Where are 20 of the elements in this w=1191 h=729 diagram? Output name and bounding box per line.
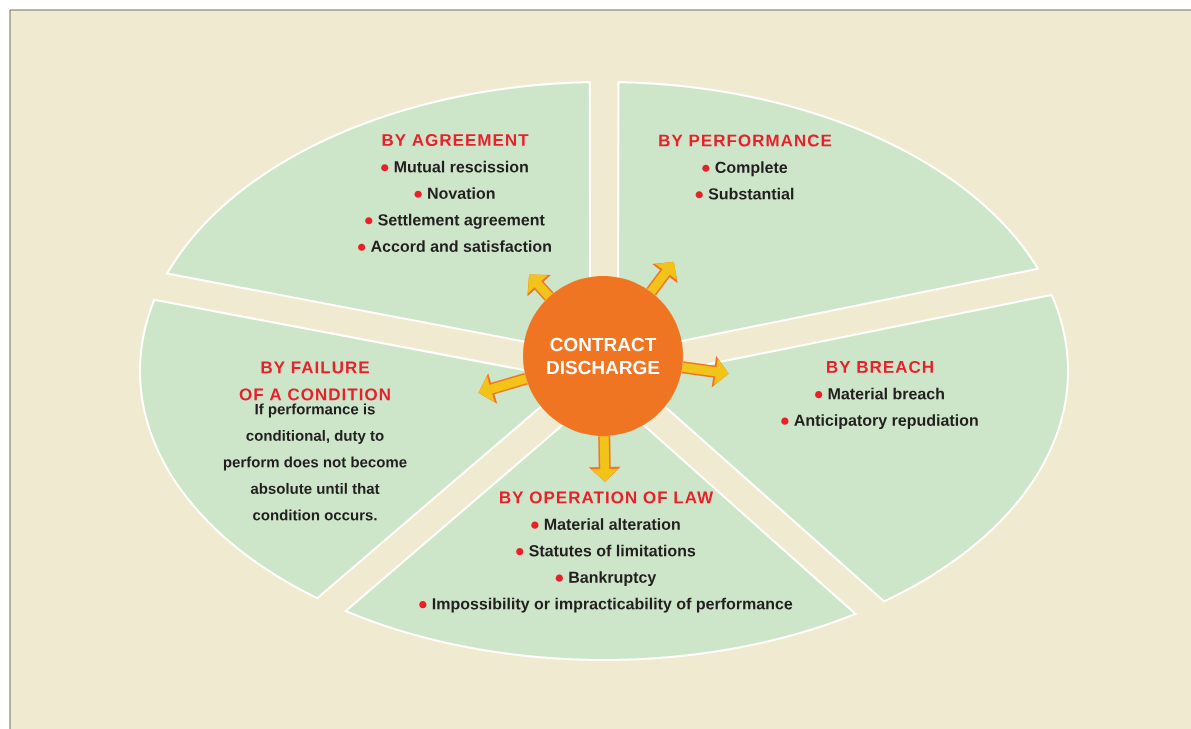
bullet-item: Mutual rescission xyxy=(381,160,528,173)
bullet-item: Anticipatory repudiation xyxy=(781,414,978,430)
description-text: If performance is conditional, duty to perform does not become absolute until that condition occurs. xyxy=(223,403,407,521)
section-heading: BY AGREEMENT xyxy=(382,134,529,147)
bullet-item: Bankruptcy xyxy=(555,571,657,587)
section-heading: BY PERFORMANCE xyxy=(659,134,832,147)
bullet-item: Substantial xyxy=(695,187,794,200)
bullet-item: Statutes of limitations xyxy=(516,544,696,557)
bullet-item: Material alteration xyxy=(531,518,680,530)
bullet-item: Impossibility or impracticability of performance xyxy=(419,597,793,613)
arrow xyxy=(478,372,528,404)
arrow xyxy=(527,274,554,301)
bullet-item: Novation xyxy=(414,187,495,199)
bullet-item: Settlement agreement xyxy=(365,213,545,229)
section-heading: BY FAILURE OF A CONDITION xyxy=(239,361,390,401)
bullet-item: Accord and satisfaction xyxy=(358,240,551,252)
bullet-item: Material breach xyxy=(815,387,944,400)
section-heading: BY BREACH xyxy=(827,360,933,373)
section-heading: BY OPERATION OF LAW xyxy=(500,491,714,504)
bullet-item: Complete xyxy=(702,161,788,177)
